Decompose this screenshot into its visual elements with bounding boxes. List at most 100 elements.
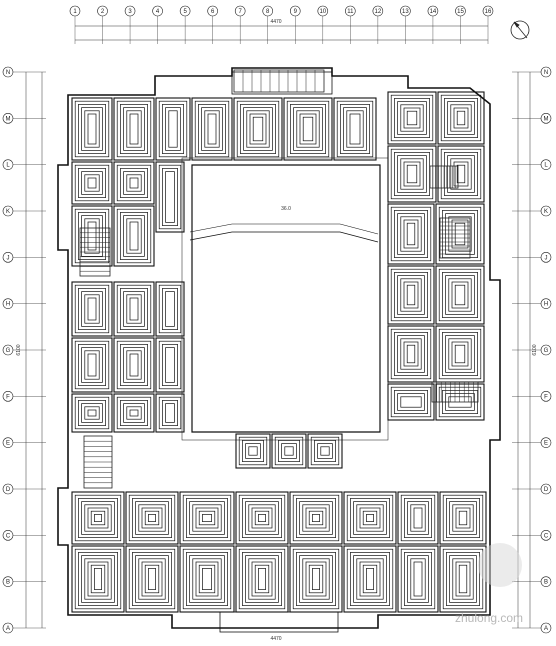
row-bubble: K	[2, 205, 46, 217]
heating-coil-room	[113, 393, 155, 433]
column-bubble: 1	[69, 5, 81, 44]
row-bubble-label: M	[544, 116, 549, 122]
column-bubble-label: 16	[485, 9, 492, 15]
row-bubble-label: E	[6, 441, 10, 447]
heating-coil-layout	[71, 91, 487, 613]
heating-coil-room	[387, 383, 435, 421]
row-bubble: K	[512, 205, 552, 217]
heating-coil-room	[113, 97, 155, 161]
column-bubble: 14	[427, 5, 439, 44]
heating-coil-room	[333, 97, 377, 161]
heating-coil-room	[387, 145, 437, 203]
row-bubble-label: B	[544, 580, 548, 586]
row-bubble: B	[512, 576, 552, 587]
heating-coil-room	[387, 91, 437, 145]
heating-coil-room	[155, 337, 185, 393]
row-bubble-label: H	[6, 302, 10, 308]
heating-coil-room	[155, 161, 185, 233]
row-bubble: J	[2, 252, 46, 263]
column-bubble: 3	[124, 5, 136, 44]
overall-width-dimension-bottom: 4470	[270, 636, 281, 642]
area-label: 36.0	[281, 206, 291, 212]
row-bubble: F	[2, 391, 46, 402]
heating-coil-room	[435, 265, 485, 325]
stair	[429, 165, 459, 189]
column-bubble-label: 5	[183, 9, 187, 15]
row-bubble: N	[2, 66, 46, 78]
row-bubble-label: N	[6, 70, 10, 76]
row-bubble: G	[2, 344, 46, 356]
row-bubble-label: B	[6, 580, 10, 586]
heating-coil-room	[113, 337, 155, 393]
column-bubble: 2	[97, 5, 108, 44]
column-bubble: 7	[234, 5, 246, 44]
row-bubble-label: A	[544, 626, 548, 632]
heating-coil-room	[155, 97, 191, 161]
row-bubble-label: F	[6, 394, 10, 400]
heating-coil-room	[191, 97, 233, 161]
heating-coil-room	[387, 265, 435, 325]
row-bubble: L	[2, 159, 46, 170]
row-bubble-label: A	[6, 626, 10, 632]
row-bubble-label: C	[544, 533, 549, 539]
column-bubble-label: 6	[211, 9, 215, 15]
heating-coil-room	[271, 433, 307, 469]
row-bubble-label: D	[544, 487, 549, 493]
stair	[439, 217, 471, 259]
heating-coil-room	[155, 393, 185, 433]
heating-coil-room	[71, 97, 113, 161]
column-bubble: 9	[289, 5, 301, 44]
heating-coil-room	[289, 545, 343, 613]
building-outline	[57, 67, 501, 633]
column-bubble-label: 14	[430, 9, 437, 15]
row-bubble: F	[512, 391, 552, 402]
stairwells	[79, 69, 479, 489]
heating-coil-room	[155, 281, 185, 337]
row-bubble-label: D	[6, 487, 11, 493]
courtyard: 36.0	[281, 206, 291, 212]
heating-coil-room	[113, 281, 155, 337]
overall-width-dimension: 4470	[270, 19, 281, 25]
column-bubble-label: 10	[319, 9, 326, 15]
column-bubble: 10	[317, 5, 329, 44]
heating-coil-room	[71, 393, 113, 433]
heating-coil-room	[437, 91, 485, 145]
row-bubble: G	[512, 344, 552, 356]
row-bubble: H	[2, 298, 46, 309]
heating-coil-room	[71, 545, 125, 613]
row-bubble: D	[512, 483, 552, 495]
row-bubble-label: K	[544, 209, 548, 215]
heating-coil-room	[435, 325, 485, 383]
row-bubble: A	[512, 622, 552, 634]
row-bubble-label: J	[7, 255, 10, 261]
heating-coil-room	[387, 325, 435, 383]
watermark-text: zhulong.com	[455, 611, 523, 625]
heating-coil-room	[125, 491, 179, 545]
row-bubble: E	[512, 437, 552, 448]
heating-coil-room	[439, 491, 487, 545]
row-bubble: C	[2, 530, 46, 541]
row-bubble-label: L	[6, 163, 10, 169]
column-bubble-label: 8	[266, 9, 270, 15]
column-bubble: 4	[152, 5, 163, 44]
heating-coil-room	[437, 145, 485, 203]
column-bubble: 8	[262, 5, 274, 44]
heating-coil-room	[71, 491, 125, 545]
heating-coil-room	[307, 433, 343, 469]
column-bubble: 6	[207, 5, 218, 44]
row-bubble: A	[2, 622, 46, 634]
heating-coil-room	[439, 545, 487, 613]
row-bubble: H	[512, 298, 552, 309]
row-bubble-label: F	[544, 394, 548, 400]
heating-coil-room	[283, 97, 333, 161]
column-bubble-label: 12	[375, 9, 382, 15]
heating-coil-room	[397, 491, 439, 545]
row-bubble: C	[512, 530, 552, 541]
row-bubble-label: M	[6, 116, 11, 122]
row-bubble-label: E	[544, 441, 548, 447]
row-bubble-label: L	[544, 163, 548, 169]
heating-coil-room	[235, 433, 271, 469]
